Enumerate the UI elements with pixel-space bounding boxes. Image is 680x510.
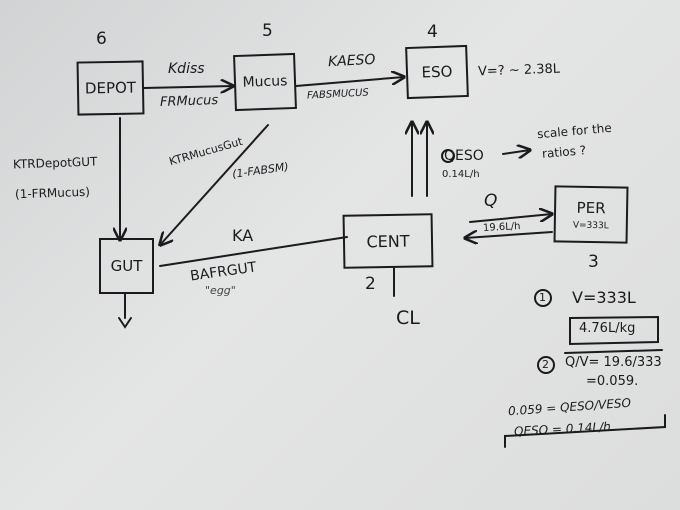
gut-box: GUT (99, 238, 154, 294)
label-cl: CL (396, 307, 420, 329)
line-gut-cent (159, 236, 348, 267)
mucus-label: Mucus (242, 73, 288, 91)
eso-label: ESO (421, 62, 453, 82)
label-qeso: QESO (444, 148, 484, 164)
cent-number: 2 (365, 274, 376, 294)
arrow-mucus-eso (295, 77, 404, 87)
arrow-depot-mucus (143, 86, 233, 88)
scale-note-line2: ratios ? (541, 143, 587, 161)
mucus-box: Mucus (233, 52, 297, 112)
item1-volume: V=333L (572, 288, 636, 307)
underline-qv (564, 349, 663, 354)
label-ka: KA (232, 226, 254, 245)
per-number: 3 (588, 252, 599, 272)
circle-marker-2 (537, 356, 555, 374)
cent-box: CENT (342, 213, 434, 269)
eso-volume-note: V=? ~ 2.38L (477, 61, 561, 80)
box-ratio (569, 315, 659, 346)
eso-number: 4 (427, 22, 438, 42)
depot-box: DEPOT (76, 60, 145, 116)
eso-box: ESO (405, 44, 469, 100)
label-q-value: 19.6L/h (482, 221, 521, 234)
per-box: PER V=333L (553, 185, 629, 244)
label-kdiss: Kdiss (168, 61, 205, 77)
gut-label: GUT (110, 257, 143, 275)
label-scribble: "egg" (205, 284, 236, 297)
label-kaeso: KAESO (327, 51, 376, 71)
arrow-gut-out (118, 317, 132, 329)
per-label: PER (576, 198, 606, 217)
depot-label: DEPOT (84, 78, 137, 98)
label-q: Q (484, 191, 498, 211)
item2-marker: 2 (542, 358, 549, 371)
circle-qeso (441, 149, 455, 163)
per-volume: V=333L (572, 220, 609, 231)
arrow-cent-per (469, 214, 552, 223)
cent-label: CENT (366, 231, 410, 251)
label-ktr-depot-gut: KTRDepotGUT (12, 154, 98, 172)
item1-marker: 1 (539, 291, 546, 304)
label-one-minus-frmucus: (1-FRMucus) (14, 184, 91, 202)
item2-qv: Q/V= 19.6/333 (565, 355, 662, 370)
item1-ratio: 4.76L/kg (579, 321, 636, 336)
bracket-equation (504, 414, 666, 448)
arrow-mucus-gut (160, 124, 269, 245)
label-frmucus: FRMucus (159, 92, 219, 111)
item2-result: =0.059. (586, 374, 639, 389)
depot-number: 6 (96, 29, 107, 49)
circle-marker-1 (534, 289, 552, 307)
label-qeso-value: 0.14L/h (442, 169, 480, 180)
arrow-per-cent (465, 232, 553, 238)
arrow-to-note (502, 150, 530, 154)
mucus-number: 5 (262, 21, 273, 41)
